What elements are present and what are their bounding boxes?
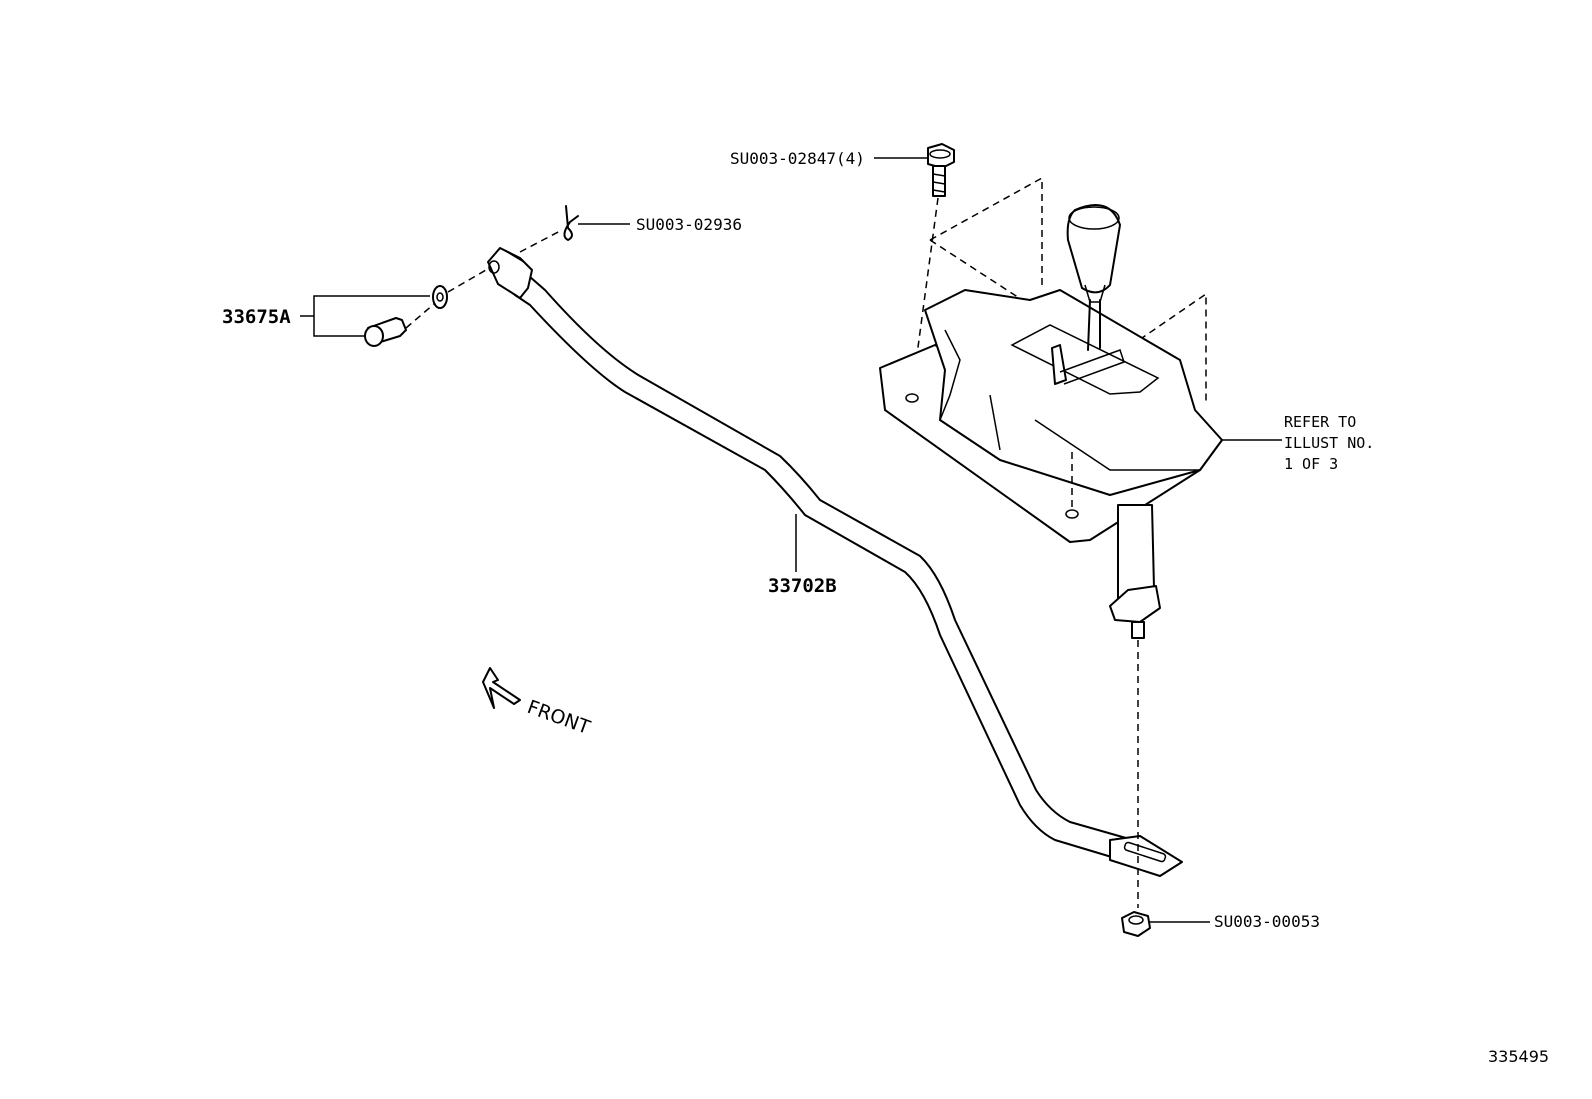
pin-and-washer <box>364 269 487 347</box>
front-label: FRONT <box>524 696 593 739</box>
note-line-2: ILLUST NO. <box>1284 434 1374 452</box>
figure-id: 335495 <box>1488 1047 1549 1066</box>
note-line-1: REFER TO <box>1284 413 1356 431</box>
callout-bolt: SU003-02847(4) <box>730 149 865 168</box>
bolt <box>911 143 955 393</box>
callout-nut: SU003-00053 <box>1214 912 1320 931</box>
front-arrow-icon <box>482 667 521 709</box>
callout-rod: 33702B <box>768 575 837 597</box>
shift-lever-assembly <box>879 176 1223 908</box>
note-line-3: 1 OF 3 <box>1284 455 1338 473</box>
callout-pin-washer: 33675A <box>222 306 291 328</box>
nut <box>1121 911 1151 937</box>
callout-clip: SU003-02936 <box>636 215 742 234</box>
shift-control-rod <box>487 247 1183 877</box>
leader-lines <box>300 157 1282 923</box>
clip <box>519 205 579 253</box>
